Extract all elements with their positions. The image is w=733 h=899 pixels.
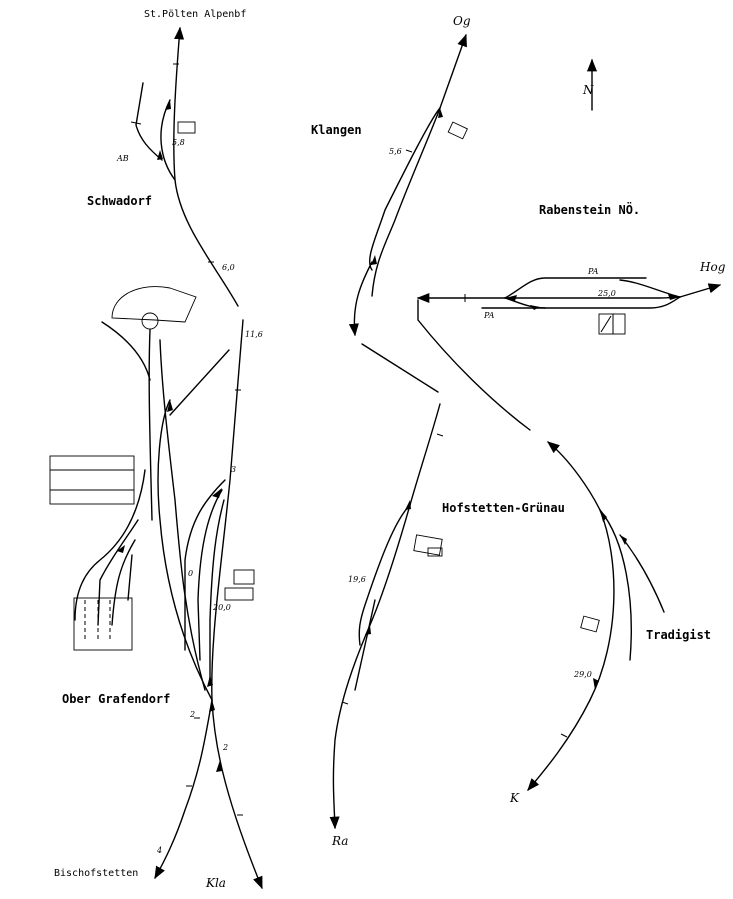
- ober-grafendorf-station-building: [233, 569, 255, 585]
- tradigist-station-building: [580, 615, 600, 633]
- schwadorf-section: [130, 26, 239, 307]
- mainline-to-ra: [329, 624, 371, 830]
- km-2a: 2: [189, 710, 195, 719]
- label-ab: AB: [116, 154, 129, 163]
- mainline-to-og: [439, 33, 467, 109]
- label-tradigist: Tradigist: [646, 628, 711, 642]
- switch-mark: [209, 700, 215, 712]
- label-kla: Kla: [205, 876, 226, 890]
- switch-mark: [600, 510, 607, 522]
- switch-mark: [505, 295, 517, 301]
- switch-mark: [438, 108, 443, 118]
- km-5-8: 5,8: [172, 138, 185, 147]
- km-6-0: 6,0: [222, 263, 235, 272]
- platform-pa-1: PA: [587, 267, 599, 276]
- switch-mark: [117, 545, 125, 553]
- label-og: Og: [453, 14, 471, 28]
- ober-grafendorf-shed: [224, 587, 254, 601]
- klangen-station-building: [447, 121, 468, 140]
- switch-mark: [365, 625, 371, 635]
- workshop-building: [73, 597, 133, 651]
- label-schwadorf: Schwadorf: [87, 194, 152, 208]
- switch-mark: [165, 100, 171, 110]
- schwadorf-station-building: [177, 121, 196, 134]
- turntable: [141, 312, 159, 330]
- switch-mark: [668, 294, 680, 300]
- line-to-bischofstetten: [154, 699, 213, 880]
- km-11-6: 11,6: [245, 330, 263, 339]
- ober-grafendorf-section: [49, 286, 263, 890]
- switch-mark: [530, 305, 540, 310]
- label-klangen: Klangen: [311, 123, 362, 137]
- km-2b: 2: [222, 743, 228, 752]
- km-4: 4: [156, 846, 162, 855]
- hofstetten-station-building: [413, 534, 443, 556]
- switch-mark: [593, 678, 599, 690]
- label-ober-grafendorf: Ober Grafendorf: [62, 692, 170, 706]
- label-ra: Ra: [331, 834, 348, 848]
- switch-mark: [212, 488, 222, 498]
- km-19-6: 19,6: [348, 575, 366, 584]
- mainline-to-k: [527, 699, 591, 791]
- km-0: 0: [188, 569, 193, 578]
- platform-pa-2: PA: [483, 311, 495, 320]
- label-north: N: [582, 83, 594, 97]
- label-hofstetten: Hofstetten-Grünau: [442, 501, 565, 515]
- hofstetten-section: [329, 403, 444, 830]
- tradigist-section: [527, 441, 665, 791]
- hofstetten-shed: [427, 547, 443, 557]
- klangen-to-south: [348, 261, 373, 337]
- label-rabenstein: Rabenstein NÖ.: [539, 202, 640, 217]
- km-25-0: 25,0: [597, 289, 616, 298]
- tradigist-north: [547, 441, 601, 511]
- rabenstein-section: [416, 277, 722, 335]
- label-bischofstetten: Bischofstetten: [54, 868, 138, 879]
- switch-mark: [405, 500, 411, 510]
- switch-mark: [371, 255, 377, 265]
- km-3: 3: [231, 465, 236, 474]
- siding-ab-track: [135, 82, 163, 161]
- label-st-poelten: St.Pölten Alpenbf: [144, 9, 246, 20]
- km-29-0: 29,0: [573, 670, 592, 679]
- label-k: K: [509, 791, 520, 805]
- switch-mark: [620, 535, 627, 545]
- switch-mark: [167, 400, 173, 412]
- roundhouse: [111, 286, 197, 323]
- hofstetten-north: [409, 403, 441, 506]
- km-20-0: 20,0: [212, 603, 231, 612]
- switch-mark: [157, 150, 163, 160]
- label-hog: Hog: [699, 260, 726, 274]
- mainline-to-hog: [679, 283, 722, 298]
- switch-mark: [216, 760, 222, 772]
- km-5-6: 5,6: [389, 147, 402, 156]
- switch-mark: [207, 675, 213, 687]
- loading-hall: [49, 455, 135, 505]
- rabenstein-shed: [612, 313, 626, 335]
- klangen-section: [348, 33, 531, 431]
